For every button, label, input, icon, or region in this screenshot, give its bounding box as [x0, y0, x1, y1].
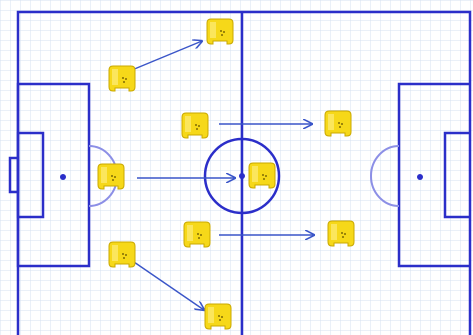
movement-arrows	[131, 41, 314, 310]
right-penalty-spot	[417, 174, 423, 180]
marker-dot-1	[338, 122, 340, 124]
marker-dot-2	[344, 233, 346, 235]
marker-dot-3	[123, 257, 125, 259]
right-goal-area	[443, 131, 470, 219]
marker-dot-3	[339, 126, 341, 128]
marker-dot-2	[341, 123, 343, 125]
left-penalty-spot	[60, 174, 66, 180]
pitch-spots	[60, 173, 423, 180]
movement-arrow-1	[131, 41, 202, 71]
marker-dot-1	[111, 175, 113, 177]
player-marker-p1[interactable]	[206, 18, 234, 45]
centre-spot	[239, 173, 245, 179]
marker-dot-1	[218, 315, 220, 317]
marker-dot-1	[195, 124, 197, 126]
marker-dot-1	[220, 30, 222, 32]
player-marker-p3[interactable]	[181, 112, 209, 139]
marker-dot-3	[123, 81, 125, 83]
marker-highlight	[331, 224, 337, 240]
marker-dot-1	[262, 174, 264, 176]
marker-dot-1	[197, 233, 199, 235]
pitch-markings	[8, 10, 472, 335]
player-marker-p6[interactable]	[248, 162, 276, 189]
marker-dot-3	[198, 237, 200, 239]
marker-highlight	[187, 225, 193, 241]
player-marker-p2[interactable]	[108, 65, 136, 92]
marker-highlight	[112, 69, 118, 85]
right-penalty-area	[397, 82, 470, 268]
marker-dot-2	[114, 176, 116, 178]
marker-dot-3	[263, 178, 265, 180]
marker-dot-2	[125, 254, 127, 256]
marker-highlight	[328, 114, 334, 130]
movement-arrow-5	[133, 261, 204, 310]
player-marker-p10[interactable]	[204, 303, 232, 330]
marker-dot-1	[122, 77, 124, 79]
marker-dot-2	[223, 31, 225, 33]
marker-dot-3	[112, 179, 114, 181]
marker-highlight	[185, 116, 191, 132]
marker-dot-2	[221, 316, 223, 318]
player-marker-p7[interactable]	[183, 221, 211, 248]
marker-highlight	[252, 166, 258, 182]
left-goal	[8, 156, 20, 194]
marker-dot-1	[341, 232, 343, 234]
marker-dot-2	[200, 234, 202, 236]
marker-dot-1	[122, 253, 124, 255]
player-marker-p5[interactable]	[97, 163, 125, 190]
player-marker-p8[interactable]	[327, 220, 355, 247]
marker-highlight	[101, 167, 107, 183]
player-marker-p4[interactable]	[324, 110, 352, 137]
marker-dot-2	[265, 175, 267, 177]
marker-dot-3	[219, 319, 221, 321]
right-penalty-arc	[370, 145, 400, 207]
marker-dot-2	[198, 125, 200, 127]
player-markers	[97, 18, 355, 330]
marker-highlight	[210, 22, 216, 38]
marker-dot-3	[342, 236, 344, 238]
centre-circle	[203, 137, 281, 215]
marker-dot-2	[125, 78, 127, 80]
marker-dot-3	[196, 128, 198, 130]
marker-dot-3	[221, 34, 223, 36]
marker-highlight	[208, 307, 214, 323]
player-marker-p9[interactable]	[108, 241, 136, 268]
marker-highlight	[112, 245, 118, 261]
